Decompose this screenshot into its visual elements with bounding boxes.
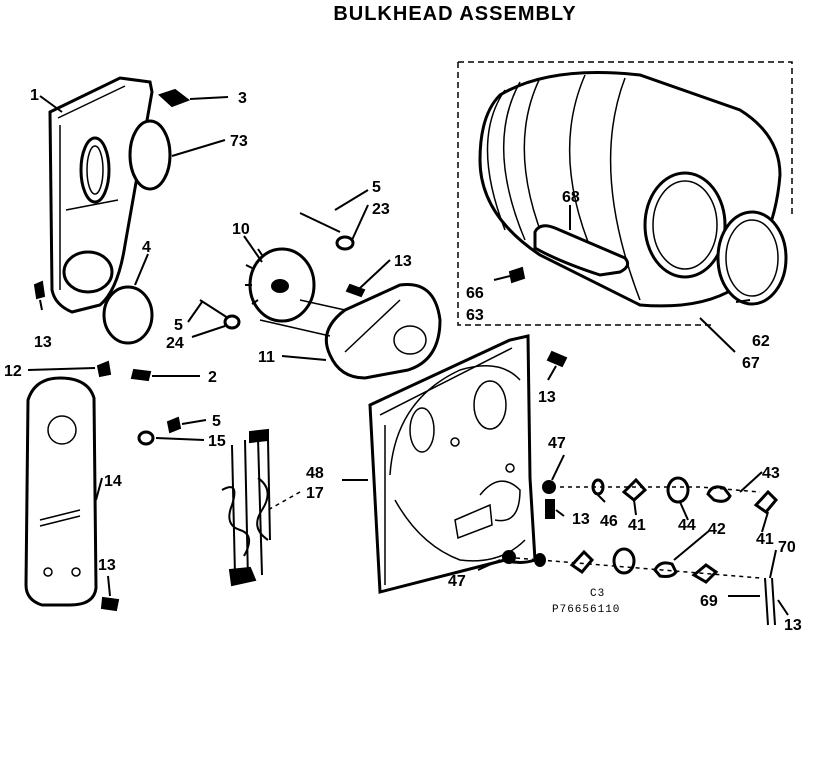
callout-10: 10	[232, 221, 250, 238]
callout-70: 70	[778, 539, 796, 556]
callout-2: 2	[208, 369, 217, 386]
callout-15: 15	[208, 433, 226, 450]
wiring-harness-part-48	[221, 428, 271, 587]
callout-5-low: 5	[212, 413, 221, 430]
callout-48: 48	[306, 465, 324, 482]
roller-part-44	[666, 476, 690, 504]
callout-66: 66	[466, 285, 484, 302]
callout-3: 3	[238, 90, 247, 107]
callout-63: 63	[466, 307, 484, 324]
bolt-part-5b	[199, 299, 229, 319]
bracket-part-69	[691, 563, 719, 584]
callout-labels: 1 3 73 4 13 10 5 23 13 5 24 11 12 2 5 15…	[4, 87, 802, 634]
callout-41-right: 41	[756, 531, 774, 548]
front-panel-part	[48, 76, 154, 314]
callout-23: 23	[372, 201, 390, 218]
callout-5-top: 5	[372, 179, 381, 196]
screw-part-13d	[546, 350, 568, 368]
roller-part-44b	[612, 547, 636, 575]
callout-13-mid: 13	[394, 253, 412, 270]
clip-part-3	[158, 88, 191, 108]
pulley-part-10	[245, 247, 316, 323]
screw-part-13c	[100, 596, 120, 612]
clip-part-41a	[621, 477, 648, 502]
callout-13-door: 13	[98, 557, 116, 574]
ring-part-4	[102, 285, 154, 345]
bolt-part-5a	[299, 212, 341, 233]
callout-68: 68	[562, 189, 580, 206]
gasket-part-73	[128, 119, 172, 191]
spring-part-70	[764, 577, 776, 626]
washer-part-15	[137, 430, 155, 446]
baffle-part-68	[533, 224, 630, 277]
callout-5-mid: 5	[174, 317, 183, 334]
washer-part-24	[223, 314, 241, 330]
callout-17: 17	[306, 485, 324, 502]
door-part-14	[24, 376, 98, 607]
callout-12: 12	[4, 363, 22, 380]
callout-43: 43	[762, 465, 780, 482]
washer-part-23	[335, 235, 355, 251]
drum-group-box	[457, 61, 793, 326]
callout-13-far-right: 13	[784, 617, 802, 634]
shaft-part-43	[706, 485, 732, 503]
screw-part-13e	[545, 499, 555, 519]
callout-13-plate: 13	[538, 389, 556, 406]
callout-1: 1	[30, 87, 39, 104]
screw-part-5c	[166, 416, 182, 434]
callout-44: 44	[678, 517, 696, 534]
clip-part-41c	[569, 549, 595, 575]
bearing-part-47b	[502, 550, 516, 564]
callout-47-top: 47	[548, 435, 566, 452]
screw-part-13a	[33, 280, 46, 300]
callout-46: 46	[600, 513, 618, 530]
callout-73: 73	[230, 133, 248, 150]
callout-41-mid: 41	[628, 517, 646, 534]
hinge-part-12	[96, 360, 112, 378]
diagram-part-code: P76656110	[552, 604, 620, 616]
callout-4: 4	[142, 239, 151, 256]
callout-14: 14	[104, 473, 122, 490]
idler-housing-part-11	[324, 282, 442, 380]
callout-47-bottom: 47	[448, 573, 466, 590]
seal-ring-part-62	[716, 210, 788, 306]
diagram-code-c3: C3	[590, 588, 605, 600]
callout-13-right: 13	[572, 511, 590, 528]
pin-part-2	[130, 368, 152, 382]
bearing-part-47a	[542, 480, 556, 494]
screw-part-13b	[345, 283, 366, 298]
callout-11: 11	[258, 349, 275, 366]
clip-part-41b	[753, 489, 779, 515]
callout-24: 24	[166, 335, 184, 352]
leader-lines	[27, 95, 789, 616]
callout-67: 67	[742, 355, 760, 372]
screw-part-63	[508, 266, 526, 284]
callout-42: 42	[708, 521, 726, 538]
callout-13-left: 13	[34, 334, 52, 351]
shaft-part-42	[653, 561, 678, 578]
callout-69: 69	[700, 593, 718, 610]
leader-bracket	[259, 299, 346, 337]
diagram-title: BULKHEAD ASSEMBLY	[333, 3, 576, 25]
callout-62: 62	[752, 333, 770, 350]
